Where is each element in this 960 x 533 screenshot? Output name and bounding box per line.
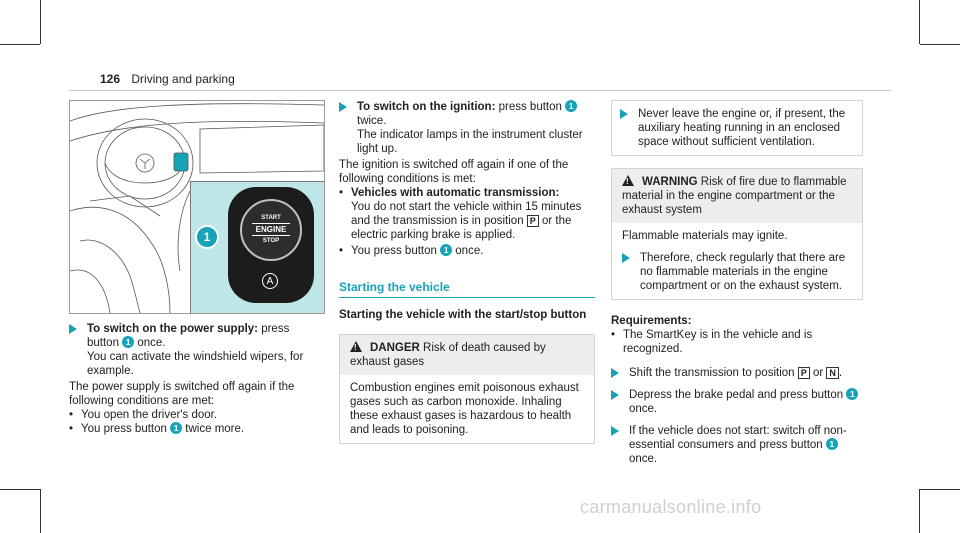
button-label-stop: STOP — [262, 238, 280, 244]
step-text: Therefore, check regularly that there ar… — [640, 252, 846, 292]
auto-start-stop-icon: A — [262, 273, 278, 289]
crop-mark — [920, 489, 960, 490]
button-label-start: START — [261, 215, 281, 221]
step-arrow-icon — [611, 426, 619, 436]
section-title: Starting the vehicle — [339, 280, 450, 294]
step-arrow-icon — [611, 368, 619, 378]
step-arrow-icon — [69, 324, 77, 334]
button-label-rule-bottom — [252, 235, 290, 236]
gear-n-symbol: N — [826, 367, 839, 379]
step-brake: Depress the brake pedal and press button… — [611, 388, 863, 416]
header-rule — [69, 90, 891, 91]
step-note: You can activate the windshield wipers, … — [87, 351, 304, 377]
step-text: twice. — [357, 115, 387, 127]
step-ignition: To switch on the ignition: press button … — [339, 100, 595, 156]
list-item: You press button 1 twice more. — [69, 422, 323, 436]
section-name: Driving and parking — [131, 72, 235, 86]
step-text: Never leave the engine or, if present, t… — [638, 108, 846, 148]
danger-body: Combustion engines emit poisonous exhaus… — [350, 382, 579, 436]
step-text: press button — [495, 101, 566, 113]
step-arrow-icon — [611, 390, 619, 400]
danger-label: DANGER — [370, 342, 420, 354]
warning-heading: Risk of fire due to flammable material i… — [622, 176, 847, 216]
crop-mark — [40, 489, 41, 533]
callout-1: 1 — [122, 336, 135, 348]
requirements-title: Requirements: — [611, 315, 692, 327]
callout-1: 1 — [825, 438, 838, 450]
list-item-title: Vehicles with automatic transmission: — [351, 187, 560, 199]
crop-mark — [919, 489, 920, 533]
callout-1: 1 — [846, 388, 859, 400]
list-item: Vehicles with automatic transmission: Yo… — [339, 186, 595, 242]
column-right: Never leave the engine or, if present, t… — [611, 100, 863, 466]
warning-body: Flammable materials may ignite. Therefor… — [612, 223, 862, 299]
list-item: You open the driver's door. — [69, 408, 323, 422]
callout-1: 1 — [440, 244, 453, 256]
warning-text: Flammable materials may ignite. — [622, 230, 788, 242]
crop-mark — [0, 44, 40, 45]
start-stop-button: START ENGINE STOP A — [228, 187, 314, 303]
step-title: To switch on the power supply: — [87, 323, 259, 335]
step-check-flammable: Therefore, check regularly that there ar… — [622, 251, 852, 293]
step-power-supply: To switch on the power supply: press but… — [69, 322, 323, 378]
list-item: The SmartKey is in the vehicle and is re… — [611, 328, 863, 356]
button-label-rule-top — [252, 223, 290, 224]
watermark: carmanualsonline.info — [580, 497, 762, 517]
gear-p-symbol: P — [526, 215, 539, 227]
callout-1: 1 — [565, 100, 578, 112]
paragraph: The power supply is switched off again i… — [69, 381, 295, 407]
gear-p-symbol: P — [797, 367, 810, 379]
page-header: 126 Driving and parking — [100, 72, 235, 86]
crop-mark — [920, 44, 960, 45]
step-text: once. — [134, 337, 166, 349]
callout-1: 1 — [195, 225, 219, 249]
crop-mark — [40, 0, 41, 44]
step-shift: Shift the transmission to position P or … — [611, 366, 863, 380]
page-number: 126 — [100, 72, 121, 86]
requirements-list: The SmartKey is in the vehicle and is re… — [611, 328, 863, 356]
warning-label: WARNING — [642, 176, 698, 188]
start-stop-button-face: START ENGINE STOP — [240, 199, 302, 261]
step-never-leave: Never leave the engine or, if present, t… — [620, 107, 854, 149]
warning-triangle-icon — [350, 341, 362, 352]
button-label-engine: ENGINE — [255, 225, 287, 234]
dashboard-illustration: START ENGINE STOP A 1 — [69, 100, 325, 314]
warning-header: WARNING Risk of fire due to flammable ma… — [612, 169, 862, 223]
step-title: To switch on the ignition: — [357, 101, 496, 113]
step-no-start: If the vehicle does not start: switch of… — [611, 424, 863, 466]
conditions-list: You open the driver's door. You press bu… — [69, 408, 323, 436]
subsection-title: Starting the vehicle with the start/stop… — [339, 309, 587, 321]
warning-box: WARNING Risk of fire due to flammable ma… — [611, 168, 863, 300]
callout-1: 1 — [170, 422, 183, 434]
step-arrow-icon — [622, 253, 630, 263]
step-arrow-icon — [339, 102, 347, 112]
warning-triangle-icon — [622, 175, 634, 186]
step-text: press button — [87, 323, 290, 349]
step-arrow-icon — [620, 109, 628, 119]
section-rule — [339, 297, 595, 298]
step-note: The indicator lamps in the instrument cl… — [357, 129, 583, 155]
column-left: To switch on the power supply: press but… — [69, 322, 323, 436]
column-middle: To switch on the ignition: press button … — [339, 100, 595, 444]
ignition-conditions-list: Vehicles with automatic transmission: Yo… — [339, 186, 595, 258]
danger-header: DANGER Risk of death caused by exhaust g… — [340, 335, 594, 375]
crop-mark — [919, 0, 920, 44]
danger-heading: Risk of death caused by exhaust gases — [350, 342, 546, 368]
crop-mark — [0, 489, 40, 490]
paragraph: The ignition is switched off again if on… — [339, 159, 569, 185]
danger-box: DANGER Risk of death caused by exhaust g… — [339, 334, 595, 444]
cockpit-drawing — [70, 103, 324, 313]
never-box: Never leave the engine or, if present, t… — [611, 100, 863, 156]
list-item: You press button 1 once. — [339, 244, 595, 258]
